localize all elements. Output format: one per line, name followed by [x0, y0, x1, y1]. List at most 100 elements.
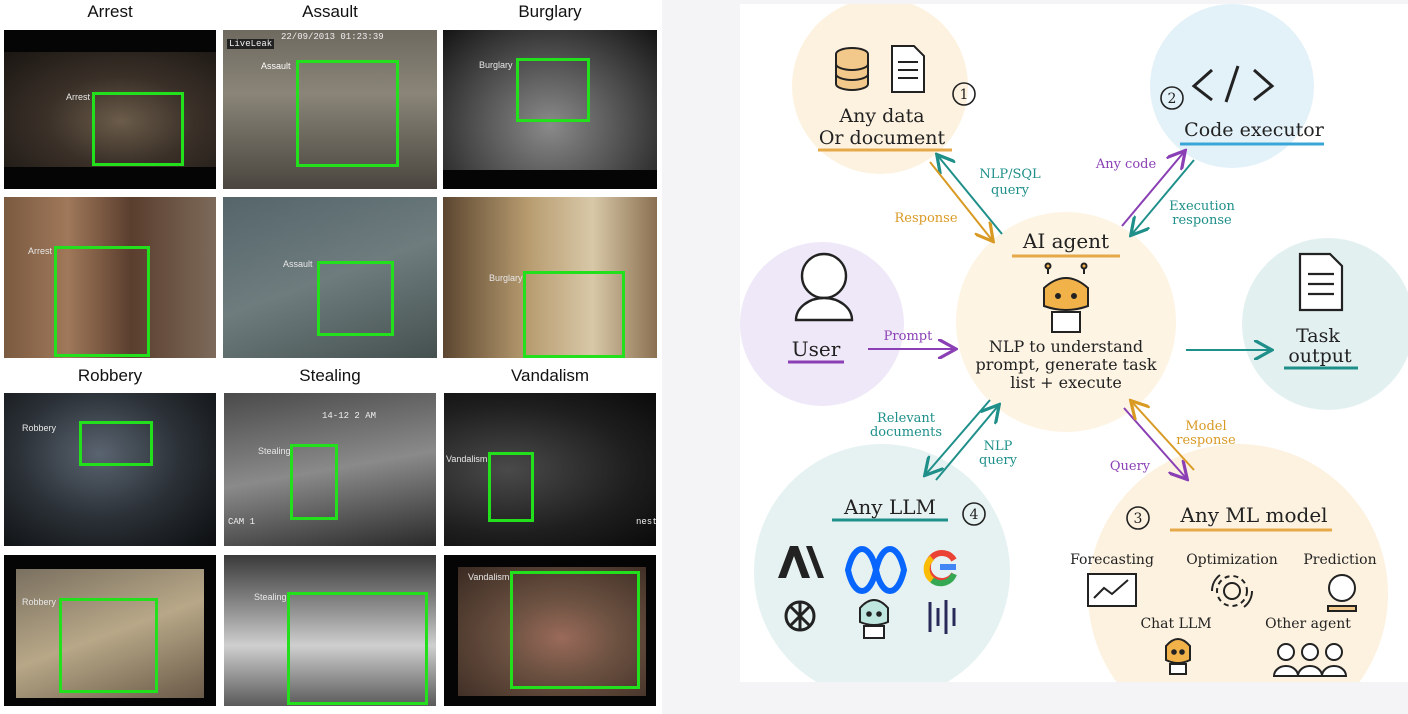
category-title-arrest: Arrest — [87, 2, 133, 21]
google-logo-icon — [923, 550, 957, 587]
task-node-subtitle: output — [1288, 345, 1352, 367]
arrow-model-response — [1132, 402, 1195, 471]
code-brackets-icon — [1191, 65, 1275, 103]
frame-timestamp: 14-12 2 AM — [322, 411, 377, 421]
task-node-title: Task — [1296, 325, 1340, 347]
step-number-4-circle — [962, 502, 986, 526]
agent-desc-line-1: NLP to understand — [989, 337, 1143, 356]
llm-node-bg — [754, 444, 1010, 682]
frame-timestamp: 22/09/2013 01:23:39 — [281, 32, 384, 42]
robot-icon — [1043, 262, 1089, 333]
user-icon — [794, 252, 854, 322]
detection-box — [290, 444, 338, 520]
llm-node-title: Any LLM — [843, 495, 936, 519]
label-relevant-documents-2: documents — [870, 425, 942, 440]
category-title-vandalism: Vandalism — [510, 366, 590, 385]
database-icon — [835, 47, 869, 91]
user-node-title: User — [792, 337, 841, 361]
arrow-any-code — [1121, 152, 1184, 227]
ml-item-forecasting: Forecasting — [1070, 552, 1154, 568]
equalizer-logo-icon — [928, 600, 956, 634]
video-frame-robbery-2: Robbery — [4, 555, 216, 706]
step-number-3: 3 — [1134, 511, 1143, 527]
label-execution-response-2: response — [1172, 213, 1232, 228]
task-node-bg — [1242, 238, 1408, 410]
meta-logo-icon — [844, 546, 908, 594]
video-frame-vandalism-2: Vandalism — [444, 555, 656, 706]
nest-tag: nest — [636, 517, 656, 527]
video-frame-burglary-1: Burglary — [443, 30, 657, 189]
document-icon — [891, 45, 925, 93]
frame-label: Burglary — [489, 273, 523, 283]
task-document-icon — [1298, 252, 1344, 312]
video-frame-arrest-1: Arrest — [4, 30, 216, 189]
label-model-response-1: Model — [1185, 419, 1226, 434]
detection-box — [510, 571, 640, 689]
arrow-nlp-query — [935, 406, 998, 481]
label-nlp-sql-query-1: NLP/SQL — [979, 167, 1041, 182]
diagram-canvas: 1 Any data Or document 2 Code executor U… — [740, 4, 1408, 682]
label-model-response-2: response — [1176, 433, 1236, 448]
label-query: Query — [1110, 459, 1151, 474]
data-node-title: Any data — [838, 105, 924, 127]
agent-node-title: AI agent — [1022, 229, 1109, 253]
video-frame-stealing-1: 14-12 2 AM Stealing CAM 1 — [224, 393, 436, 546]
frame-label: Vandalism — [468, 572, 510, 582]
step-number-1: 1 — [960, 87, 969, 103]
label-nlp-sql-query-2: query — [991, 183, 1030, 198]
arrow-query-to-data — [938, 156, 1003, 235]
other-agent-people-icon — [1272, 643, 1348, 677]
ml-node-bg — [1088, 444, 1388, 682]
crime-category-grid: Arrest Assault Burglary Arrest 22/09/201… — [0, 0, 662, 714]
detection-box — [79, 421, 153, 466]
frame-label: Stealing — [258, 446, 291, 456]
robot-llm-icon — [859, 599, 889, 639]
step-number-2-circle — [1160, 86, 1184, 110]
prediction-crystal-ball-icon — [1327, 574, 1357, 612]
frame-label: Assault — [283, 259, 313, 269]
ml-item-other-agent: Other agent — [1265, 616, 1351, 632]
step-number-4: 4 — [970, 507, 979, 523]
detection-box — [488, 452, 534, 522]
agent-desc-line-2: prompt, generate task — [975, 355, 1156, 374]
detection-box — [287, 592, 428, 705]
frame-label: Robbery — [22, 423, 57, 433]
ai-agent-diagram: 1 Any data Or document 2 Code executor U… — [740, 4, 1408, 682]
step-number-1-circle — [952, 82, 976, 106]
arrow-relevant-documents — [926, 399, 991, 474]
arrow-response-to-agent — [929, 161, 992, 240]
step-number-2: 2 — [1168, 91, 1177, 107]
data-node-bg — [792, 4, 968, 174]
label-nlp-query-2: query — [979, 453, 1018, 468]
video-frame-assault-2: Assault — [223, 197, 437, 358]
label-response: Response — [894, 211, 957, 226]
forecasting-chart-icon — [1087, 573, 1137, 607]
category-title-burglary: Burglary — [518, 2, 582, 21]
video-frame-vandalism-1: Vandalism nest — [444, 393, 656, 546]
video-frame-arrest-2: Arrest — [4, 197, 216, 358]
ml-node-title: Any ML model — [1179, 503, 1327, 527]
ml-item-prediction: Prediction — [1303, 552, 1376, 568]
frame-label: Arrest — [28, 246, 53, 256]
frame-label: Robbery — [22, 597, 57, 607]
optimization-gear-icon — [1211, 574, 1253, 608]
label-prompt: Prompt — [884, 329, 933, 344]
label-execution-response-1: Execution — [1169, 199, 1235, 214]
detection-box — [92, 92, 184, 166]
chat-llm-robot-icon — [1165, 638, 1191, 675]
openai-logo-icon — [784, 600, 816, 632]
detection-box — [523, 271, 625, 358]
frame-label: Vandalism — [446, 454, 488, 464]
video-frame-burglary-2: Burglary — [443, 197, 657, 358]
category-title-robbery: Robbery — [77, 366, 143, 385]
anthropic-logo-icon — [778, 546, 824, 578]
label-any-code: Any code — [1095, 157, 1157, 172]
label-relevant-documents-1: Relevant — [877, 411, 936, 426]
detection-box — [317, 261, 394, 336]
frame-label: Assault — [261, 61, 291, 71]
step-number-3-circle — [1126, 506, 1150, 530]
frame-label: Burglary — [479, 60, 513, 70]
category-title-stealing: Stealing — [299, 366, 361, 385]
watermark: LiveLeak — [227, 39, 275, 49]
data-node-subtitle: Or document — [819, 127, 946, 149]
